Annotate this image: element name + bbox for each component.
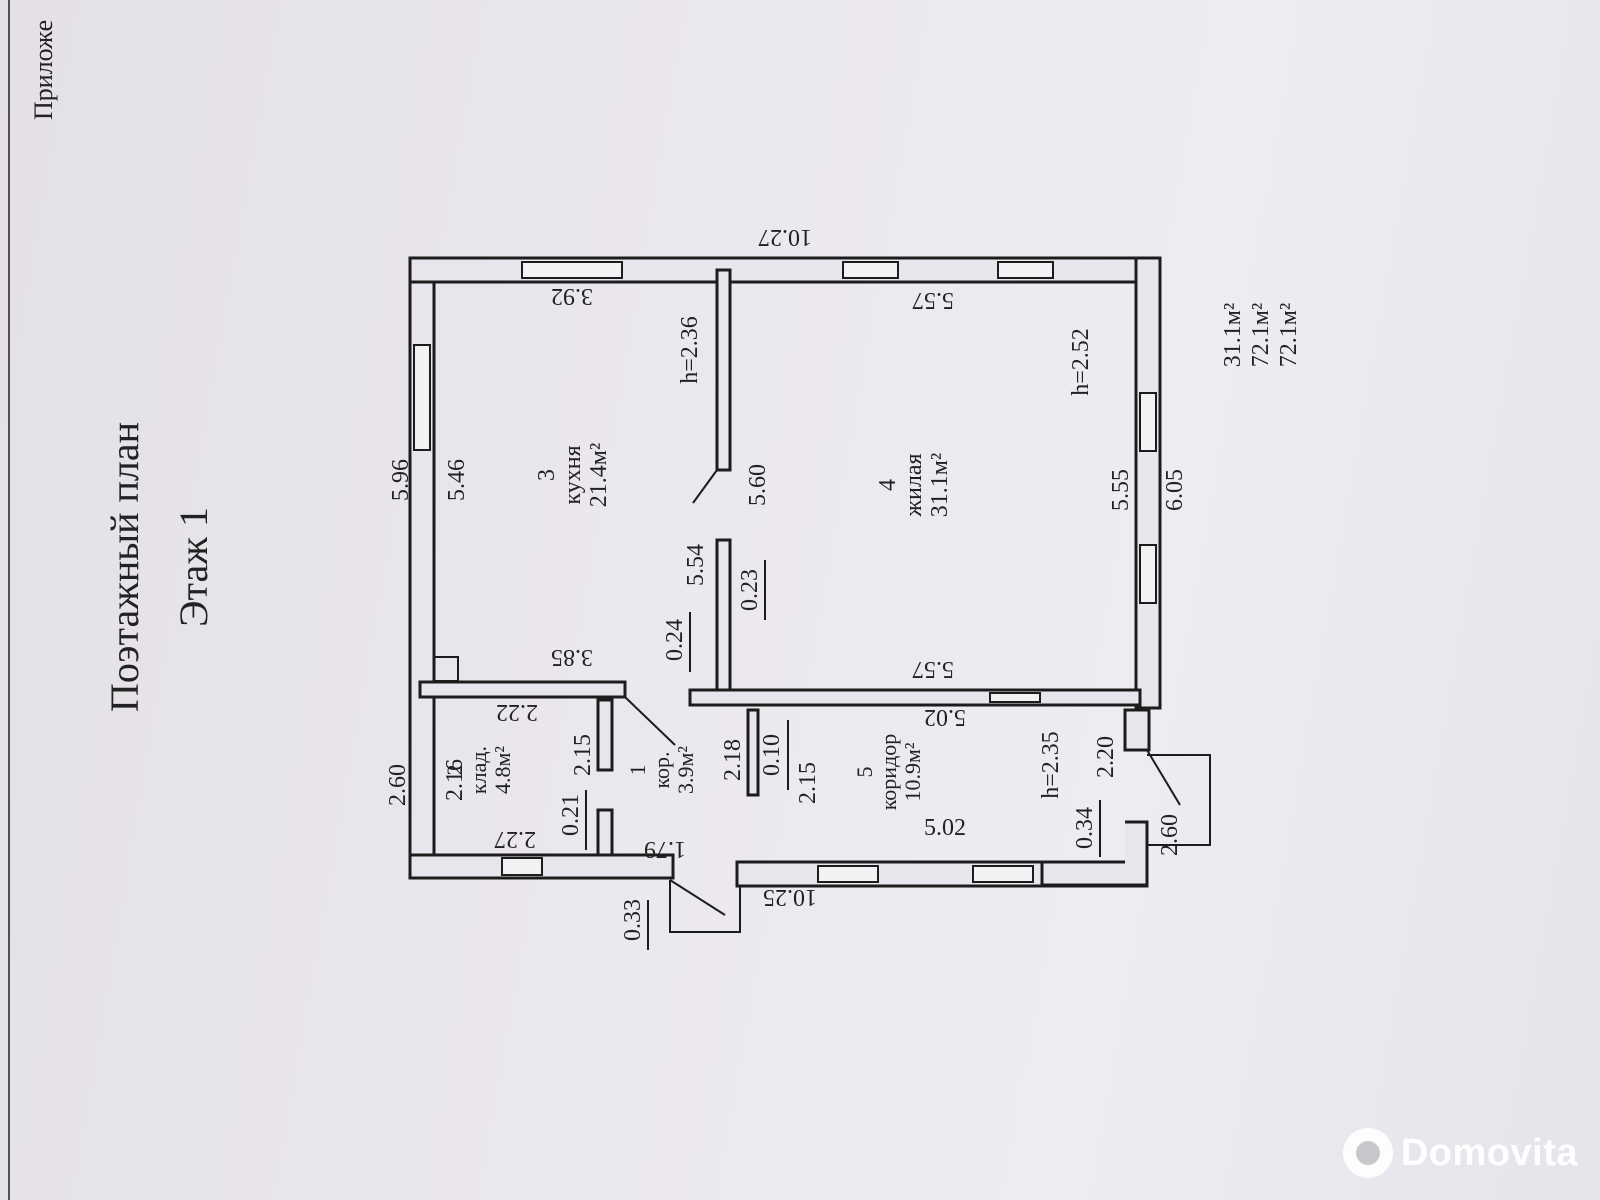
dim-corridor-top: 5.02 (924, 704, 966, 730)
area-totals: 31.1м² 72.1м² 72.1м² (1220, 303, 1302, 367)
dim-living-bottom: 5.57 (912, 656, 954, 682)
dim-porch-1: 0.33 (620, 899, 646, 941)
room-name: кухня (560, 445, 586, 504)
dim-kitchen-left: 5.96 (388, 459, 414, 501)
room-number: 2 (442, 765, 467, 776)
dim-kitchen-top: 3.92 (551, 283, 593, 309)
window-living-right-2 (1139, 544, 1157, 604)
room-name: коридор (876, 734, 901, 811)
appendix-label: Приложе (29, 20, 58, 120)
dim-partition-2: 0.23 (737, 569, 763, 611)
window-storage-bottom (501, 857, 543, 876)
porch-left-door (669, 879, 726, 916)
porch-right-step (1040, 820, 1149, 887)
chimney-mark (433, 656, 459, 682)
floor-plan (408, 256, 1211, 933)
room-area: 4.8м² (490, 746, 515, 794)
dim-storage-bottom: 2.27 (494, 826, 536, 852)
dim-porch-3: 2.60 (1157, 814, 1183, 856)
wall-kitchen-living (715, 268, 732, 472)
dim-kitchen-bottom: 3.85 (551, 644, 593, 670)
porch-left (669, 880, 741, 933)
watermark-text: Domovita (1400, 1131, 1578, 1174)
dim-hall-bottom: 1.79 (644, 836, 686, 862)
window-kitchen-left (413, 344, 431, 451)
room-number: 3 (534, 469, 560, 481)
dim-storage-outer-left: 2.60 (385, 764, 411, 806)
dim-partition-1: 0.24 (662, 619, 688, 661)
dim-corridor-bottom: 5.02 (924, 815, 966, 841)
dim-storage-top: 2.22 (496, 699, 538, 725)
room-label-corridor: 5 коридор 10.9м² (852, 734, 925, 811)
room-number: 5 (852, 767, 877, 778)
dim-kitchen-inner-left: 5.46 (444, 459, 470, 501)
dim-partition-4: 0.21 (558, 794, 584, 836)
wall-right-outer (1134, 256, 1162, 710)
total-area-2: 72.1м² (1276, 303, 1302, 367)
wall-hall-inner-2 (596, 808, 614, 857)
room-area: 31.1м² (927, 453, 953, 517)
dim-porch-2: 0.34 (1072, 807, 1098, 849)
height-corridor: h=2.35 (1038, 731, 1064, 799)
door-hall (624, 696, 676, 746)
dim-living-top: 5.57 (912, 287, 954, 313)
porch-right-wall (1123, 708, 1151, 752)
domovita-logo-icon (1342, 1128, 1393, 1178)
room-number: 1 (625, 765, 650, 776)
dim-living-outer-right: 6.05 (1162, 469, 1188, 511)
wall-corridor-inner (746, 708, 760, 797)
dim-kitchen-right: 5.54 (683, 544, 709, 586)
dim-living-right: 5.55 (1108, 469, 1134, 511)
dim-corridor-right: 2.20 (1093, 736, 1119, 778)
dim-corridor-left-2: 2.15 (795, 762, 821, 804)
dim-overall-bottom: 10.25 (763, 884, 817, 910)
window-living-right-1 (1139, 392, 1157, 452)
wall-living-corridor (688, 688, 1142, 707)
height-living: h=2.52 (1068, 328, 1094, 396)
dim-living-left: 5.60 (745, 464, 771, 506)
room-number: 4 (875, 479, 901, 491)
room-name: кор. (649, 751, 674, 788)
floor-label: Этаж 1 (171, 507, 216, 627)
wall-kitchen-storage (418, 680, 627, 699)
room-name: жилая (901, 453, 927, 517)
window-corridor-bottom-1 (817, 865, 879, 883)
room-area: 21.4м² (586, 443, 612, 507)
wall-hall-inner (596, 698, 614, 772)
plan-title: Поэтажный план (102, 422, 147, 712)
total-area: 72.1м² (1248, 303, 1274, 367)
total-living-area: 31.1м² (1220, 303, 1246, 367)
dim-partition-3: 0.10 (759, 734, 785, 776)
dim-corridor-left: 2.18 (720, 739, 746, 781)
room-label-hall: 1 кор. 3.9м² (625, 746, 698, 794)
dim-storage-right: 2.15 (570, 734, 596, 776)
room-name: клад. (466, 746, 491, 794)
dim-storage-left: 2.16 (442, 759, 468, 801)
window-corridor-bottom-2 (972, 865, 1034, 883)
porch-right-door (1146, 749, 1181, 806)
opening-living-corridor (989, 692, 1041, 703)
door-kitchen-living (692, 469, 718, 504)
room-label-kitchen: 3 кухня 21.4м² (534, 443, 612, 507)
window-kitchen-top (521, 261, 623, 279)
room-label-living: 4 жилая 31.1м² (875, 453, 953, 518)
watermark: Domovita (1342, 1128, 1578, 1178)
window-living-top-2 (997, 261, 1054, 279)
porch-right (1147, 754, 1211, 846)
page-edge-line (8, 0, 10, 1200)
window-living-top-1 (842, 261, 899, 279)
height-kitchen: h=2.36 (677, 316, 703, 384)
room-area: 10.9м² (900, 742, 925, 801)
room-label-storage: 2 клад. 4.8м² (442, 746, 515, 794)
room-area: 3.9м² (673, 746, 698, 794)
dimensions: 10.27 10.25 5.96 5.46 3.92 3.85 5.54 5.5… (385, 224, 1188, 941)
wall-kitchen-living-2 (715, 538, 732, 702)
dim-overall-top: 10.27 (758, 224, 812, 250)
